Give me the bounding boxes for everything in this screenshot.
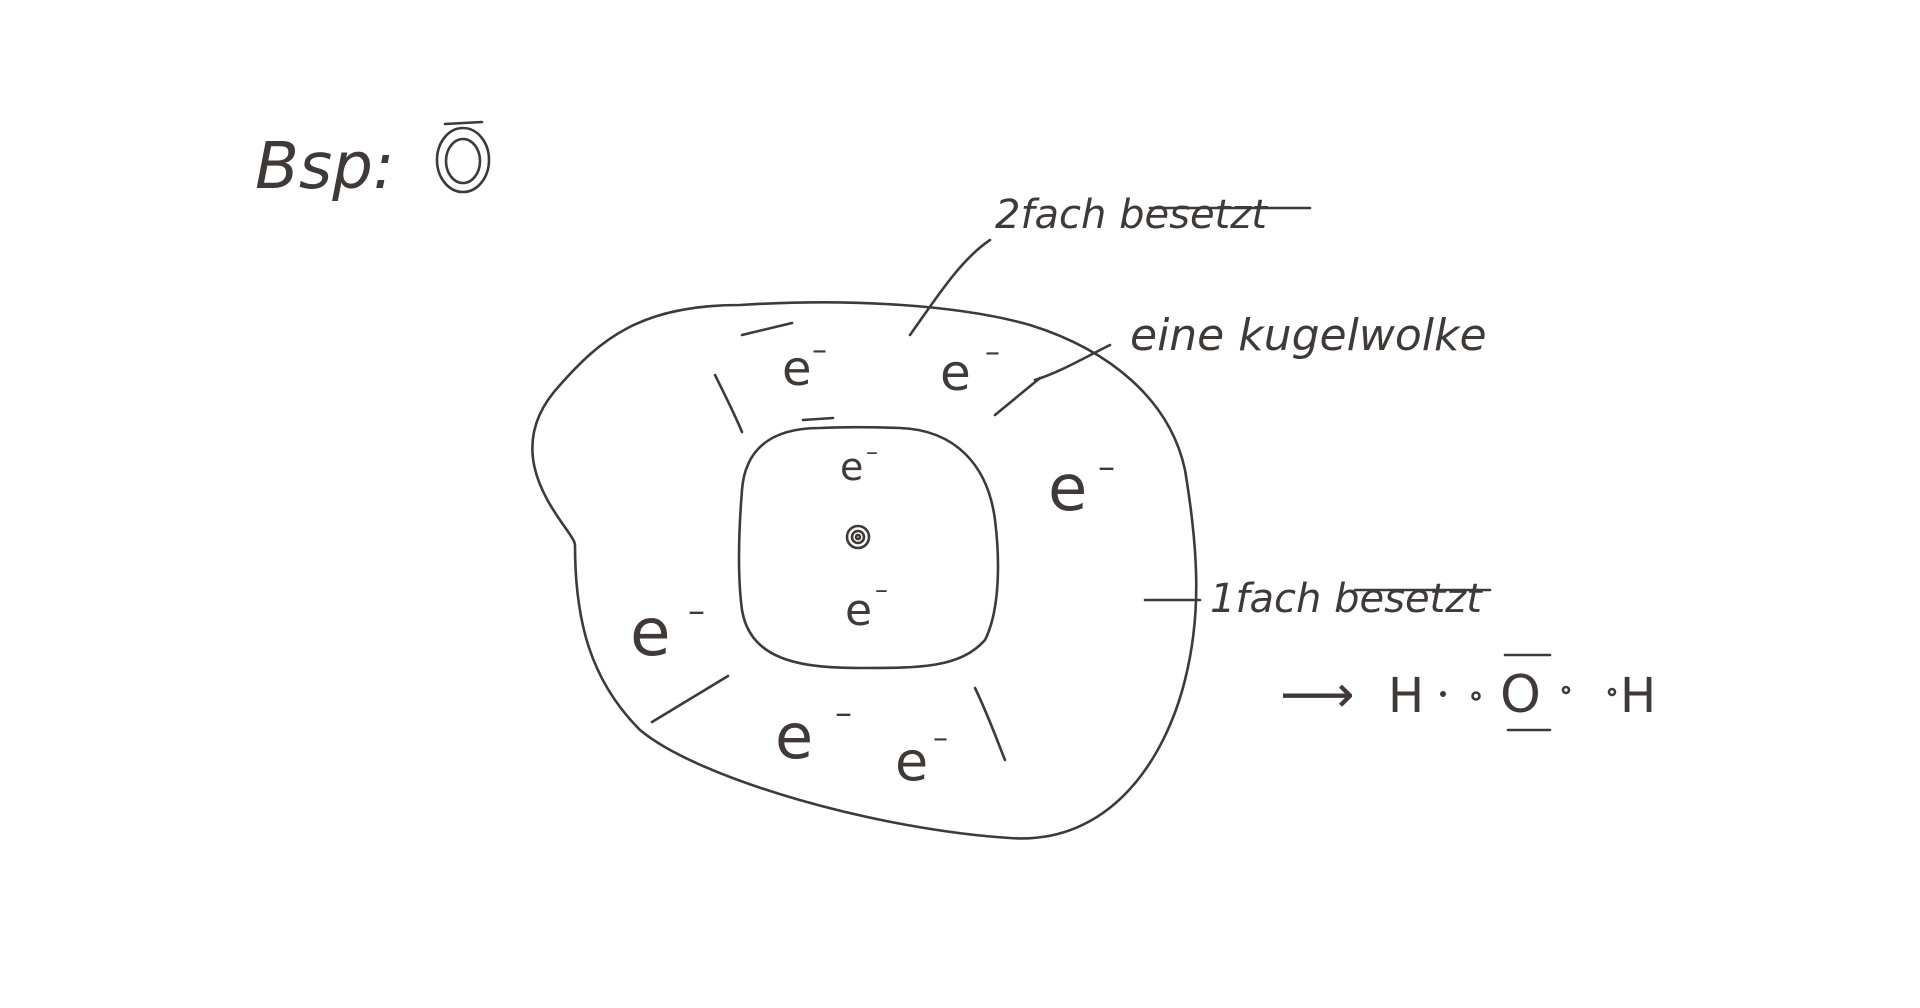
heading-oxygen-symbol: O [435, 120, 491, 194]
oxygen-symbol-inner-ring [444, 137, 482, 185]
heading: Bsp: O [255, 120, 491, 204]
electron-symbol: e [775, 700, 813, 773]
label-doubly-occupied: 2fach besetzt [995, 192, 1268, 238]
nucleus-core [854, 533, 862, 541]
separator-lower-right [973, 686, 1007, 762]
electron-symbol: e [840, 445, 863, 489]
electron-symbol: e [782, 341, 812, 397]
electron-symbol: e [940, 344, 971, 402]
bond-electron-dot [1471, 691, 1481, 701]
bond-electron-dot [1607, 687, 1617, 697]
electron-outer-top-left: e – [782, 333, 827, 397]
separator-upper-left [713, 373, 744, 434]
electron-outer-top-right: e – [940, 335, 1000, 402]
electron-outer-right: e – [1048, 447, 1115, 526]
outer-electron-shell [531, 301, 1198, 840]
oxygen-symbol-outer-ring [435, 126, 491, 194]
annotation-doubly-occupied: 2fach besetzt [908, 192, 1312, 337]
electron-charge: – [875, 575, 888, 605]
annotation-sphere-cloud: eine kugelwolke [1033, 310, 1487, 382]
label-singly-occupied: 1fach besetzt [1210, 576, 1483, 622]
separator-top-left-tick [740, 321, 794, 337]
electrons: e – e – e – e – e – e – e – e – [630, 333, 1115, 793]
electron-symbol: e [845, 585, 872, 636]
separator-inner-top-tick [801, 416, 835, 422]
label-sphere-cloud: eine kugelwolke [1130, 310, 1487, 361]
leader-line-doubly-occupied [908, 238, 992, 337]
annotation-singly-occupied: 1fach besetzt [1143, 576, 1492, 622]
electron-charge: – [1098, 447, 1115, 487]
leader-line-sphere-cloud [1033, 343, 1112, 382]
electron-symbol: e [630, 594, 671, 671]
nucleus [845, 524, 871, 550]
inner-electron-shell [737, 425, 1000, 670]
electron-inner-bottom: e – [845, 575, 888, 636]
electron-symbol: e [1048, 452, 1087, 526]
electron-outer-bottom-right: e – [895, 721, 948, 793]
formula-arrow: ⟶ [1280, 665, 1355, 725]
formula-left-hydrogen: H [1388, 668, 1424, 724]
oxygen-symbol-lone-pair-bar [443, 120, 484, 126]
water-lewis-formula: ⟶ H O H [1280, 653, 1656, 732]
electron-symbol: e [895, 730, 928, 793]
formula-oxygen: O [1500, 665, 1541, 725]
electron-charge: – [812, 333, 827, 368]
separator-lower-left [650, 674, 730, 724]
electron-charge: – [985, 335, 1000, 370]
electron-outer-bottom-left: e – [775, 693, 852, 773]
electron-charge: – [835, 693, 852, 733]
electron-charge: – [866, 438, 878, 466]
bond-electron-dot [1561, 685, 1571, 695]
nucleus-inner-ring [850, 529, 866, 545]
nucleus-outer-ring [845, 524, 871, 550]
bond-electron-dot [1440, 691, 1446, 697]
formula-right-hydrogen: H [1620, 668, 1656, 724]
electron-inner-top: e – [840, 438, 878, 489]
separator-upper-right [993, 376, 1042, 417]
electron-charge: – [688, 591, 705, 631]
electron-outer-left: e – [630, 591, 705, 671]
electron-charge: – [933, 721, 948, 756]
heading-example-label: Bsp: [255, 130, 394, 204]
orbital-separators [650, 321, 1042, 762]
